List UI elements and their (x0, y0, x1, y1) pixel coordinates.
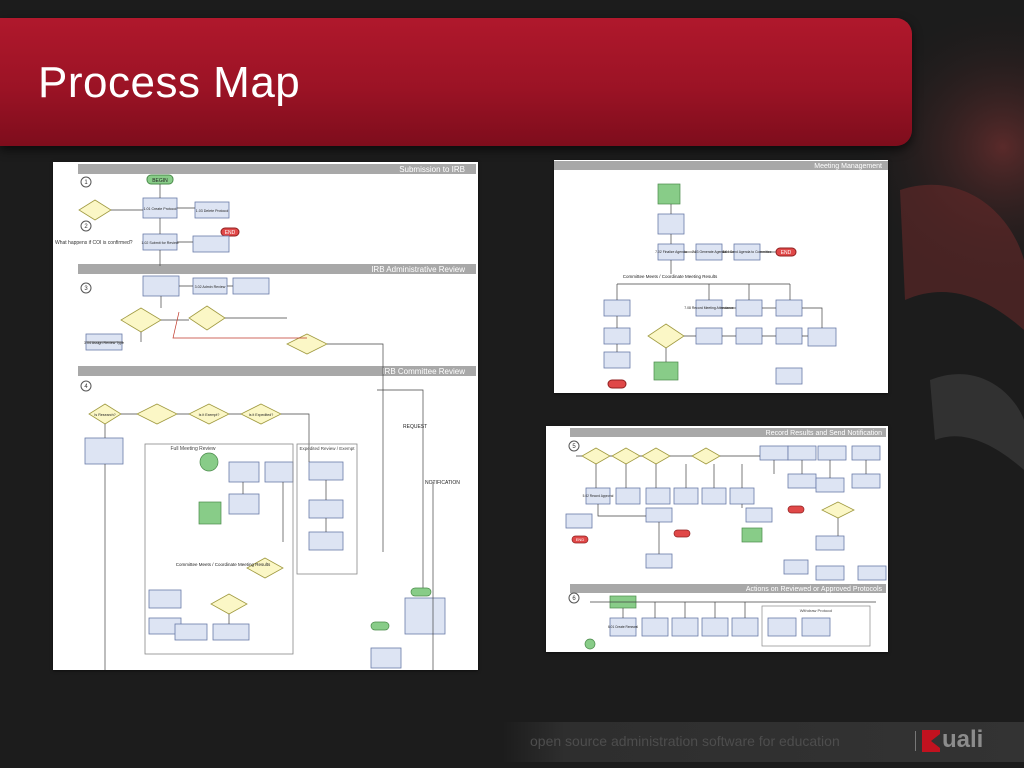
process-boxes (84, 197, 446, 669)
meeting-committee-meets-note: Committee Meets / Coordinate Meeting Res… (623, 274, 718, 279)
loop-back-line (172, 311, 307, 339)
expedited-caption: Expedited Review / Exempt (299, 446, 355, 451)
step-4-label: 4 (84, 384, 88, 390)
step-3-label: 3 (84, 286, 88, 292)
record-process-boxes (565, 445, 887, 637)
meeting-end-label: END (781, 250, 792, 256)
band-irb-committee-review: IRB Committee Review (382, 367, 465, 376)
footer-divider (915, 731, 916, 751)
meeting-process-boxes (603, 213, 837, 385)
record-connectors (576, 455, 876, 618)
meeting-box-attendance: 7.08 Record Meeting Attendance (684, 306, 733, 310)
box-create-protocol: 1.01 Create Protocol (144, 207, 177, 211)
band-record-results: Record Results and Send Notification (766, 430, 882, 437)
page-title: Process Map (38, 58, 301, 107)
footer-tagline: open source administration software for … (530, 733, 840, 749)
decision-is-expedited: Is it Expedited? (249, 413, 274, 417)
kuali-logo-mark-icon (922, 730, 940, 752)
notification-note: NOTIFICATION (425, 480, 460, 486)
decision-is-research: Is Research? (94, 413, 115, 417)
meeting-box-send-agenda: 7.04 Send Agenda to Committee (722, 250, 771, 254)
box-submit-for-review: 1.02 Submit for Review (141, 241, 179, 245)
record-decision-diamonds (581, 447, 855, 519)
step-2-label: 2 (84, 224, 88, 230)
meeting-box-finalize-agenda: 7.02 Finalize Agenda (655, 250, 687, 254)
record-withdraw-caption: Withdraw Protocol (800, 608, 833, 613)
start-node (657, 183, 681, 205)
band-submission-to-irb: Submission to IRB (399, 165, 465, 174)
full-meeting-review-group (144, 443, 294, 655)
box-admin-review: 3.02 Admin Review (195, 285, 226, 289)
band-irb-admin-review: IRB Administrative Review (371, 265, 465, 274)
record-step-6: 6 (572, 596, 576, 602)
record-step-5: 5 (572, 444, 576, 450)
meeting-green-node (653, 361, 679, 381)
connector-lines (86, 184, 434, 670)
decision-is-exempt: Is it Exempt? (199, 413, 220, 417)
request-note: REQUEST (403, 424, 427, 430)
decision-diamonds (78, 199, 328, 615)
record-end-label: END (576, 537, 585, 542)
record-box-record-approval: 5.02 Record Approval (583, 494, 614, 498)
expedited-review-group (296, 443, 358, 575)
step-circles (80, 176, 92, 392)
begin-label: BEGIN (152, 178, 168, 184)
meeting-box-generate-agenda: 7.03 Generate Agenda (692, 250, 726, 254)
band-meeting-management: Meeting Management (814, 163, 882, 170)
meeting-connectors (616, 204, 823, 362)
step-1-label: 1 (84, 180, 88, 186)
record-withdraw-group (761, 605, 871, 647)
meeting-decision-diamond (647, 323, 685, 349)
coi-question-note: What happens if COI is confirmed? (55, 240, 133, 246)
record-box-create-renewal: 6.01 Create Renewal (608, 625, 638, 629)
kuali-logo: uali (922, 726, 1018, 756)
kuali-logo-text: uali (942, 726, 984, 753)
box-assign-review-type: 3.04 Assign Review Type (84, 341, 124, 345)
process-map-record-panel: Record Results and Send Notification Act… (546, 426, 888, 652)
footer-bar: open source administration software for … (502, 722, 1024, 762)
title-bar: Process Map (0, 18, 912, 146)
green-start-nodes (198, 452, 432, 631)
band-actions-on-protocols: Actions on Reviewed or Approved Protocol… (746, 586, 883, 593)
box-delete-protocol: 1.03 Delete Protocol (196, 209, 229, 213)
full-meeting-review-caption: Full Meeting Review (170, 446, 215, 452)
committee-meets-note: Committee Meets / Coordinate Meeting Res… (176, 562, 271, 567)
end-label: END (225, 230, 236, 236)
meeting-end-terminator-2 (607, 379, 627, 389)
record-end-terminators (571, 505, 805, 544)
process-map-meeting-panel: Meeting Management END Committee Meets /… (554, 160, 888, 393)
end-terminator (220, 227, 240, 237)
process-map-submission-panel: Submission to IRB IRB Administrative Rev… (53, 162, 478, 670)
